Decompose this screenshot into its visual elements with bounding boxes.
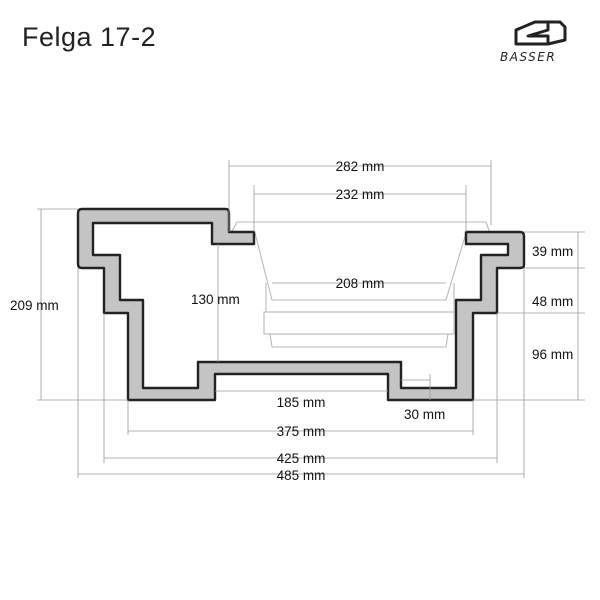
dim-185-label: 185 mm bbox=[277, 395, 326, 410]
dim-485-label: 485 mm bbox=[277, 468, 326, 483]
dim-425-label: 425 mm bbox=[277, 451, 326, 466]
dim-208-label: 208 mm bbox=[336, 276, 385, 291]
speaker-outline bbox=[230, 221, 491, 348]
logo-text: BASSER bbox=[500, 50, 557, 64]
dim-209-label: 209 mm bbox=[10, 298, 59, 313]
dim-39-label: 39 mm bbox=[532, 244, 573, 259]
dim-130-label: 130 mm bbox=[191, 292, 240, 307]
frame-profile bbox=[76, 207, 526, 402]
dim-375-label: 375 mm bbox=[277, 424, 326, 439]
dim-30-label: 30 mm bbox=[404, 407, 445, 422]
dimension-lines bbox=[40, 165, 579, 475]
dim-282-label: 282 mm bbox=[336, 159, 385, 174]
dim-232-label: 232 mm bbox=[336, 187, 385, 202]
extension-lines bbox=[37, 160, 585, 478]
dim-96-label: 96 mm bbox=[532, 347, 573, 362]
dim-48-label: 48 mm bbox=[532, 294, 573, 309]
page-title: Felga 17-2 bbox=[22, 22, 157, 52]
basser-logo-icon bbox=[514, 20, 567, 46]
